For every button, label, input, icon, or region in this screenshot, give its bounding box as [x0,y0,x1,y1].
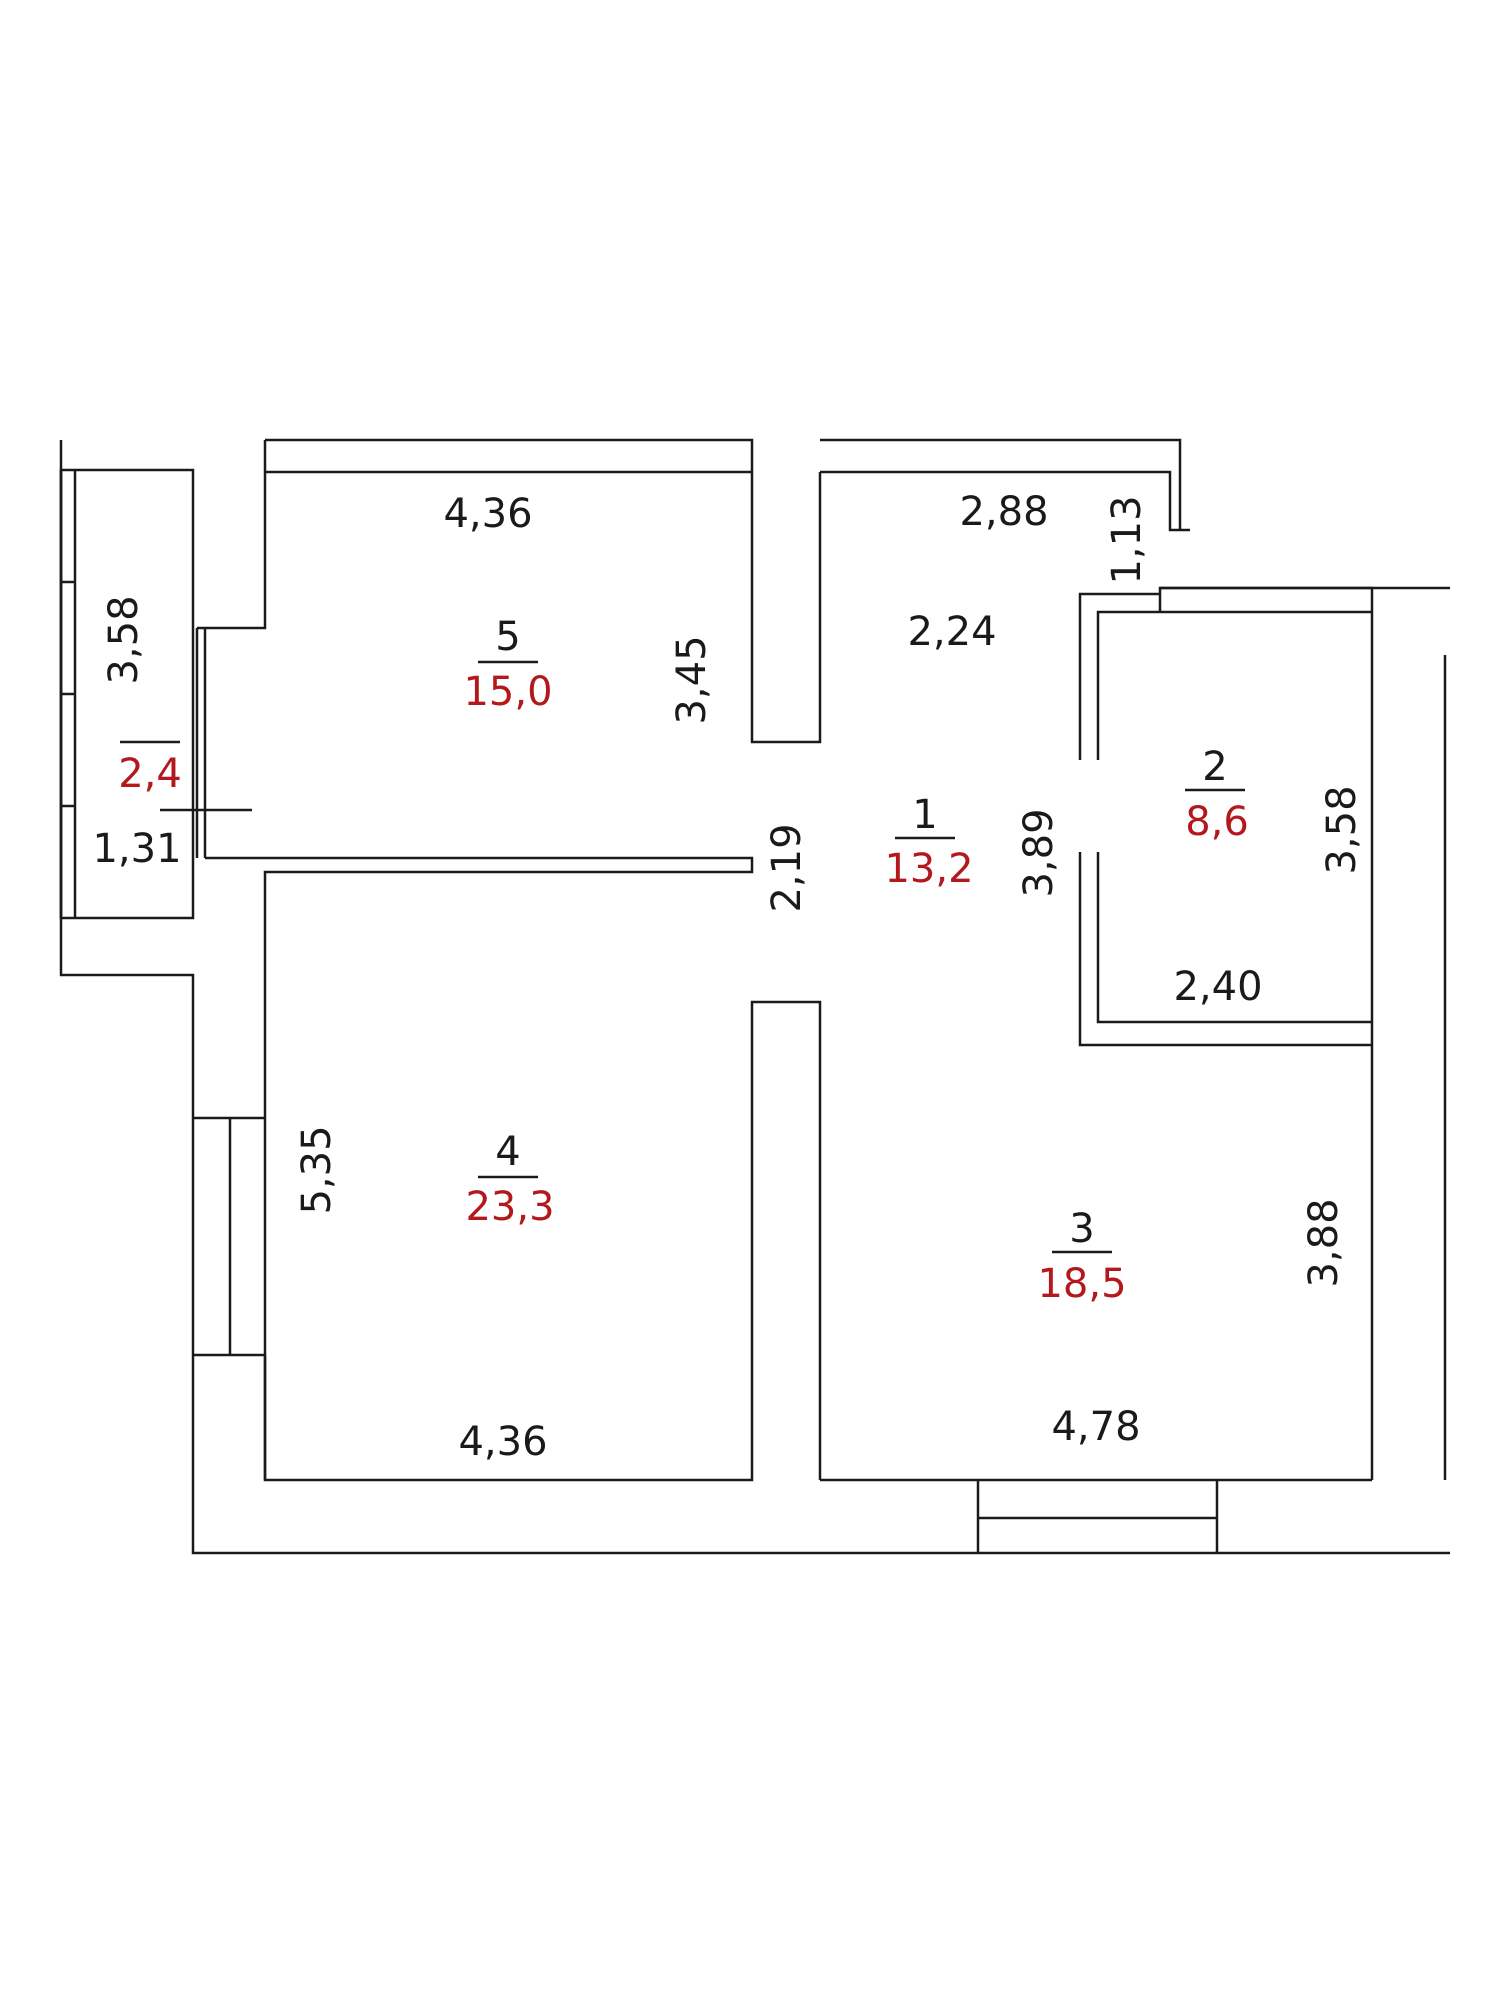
room-2-bottom-dim: 2,40 [1173,964,1262,1010]
room-3-number: 3 [1069,1206,1094,1252]
room-5-area: 15,0 [463,669,552,715]
room-2-area: 8,6 [1185,799,1249,845]
room-1-right-dim: 3,89 [1016,808,1062,897]
balcony-door [160,628,252,858]
walls [59,438,1450,1555]
room-3-area: 18,5 [1037,1261,1126,1307]
room-1-small-dim: 1,13 [1104,495,1150,584]
room-5-number: 5 [495,614,520,660]
room-1-mid-dim: 2,24 [907,609,996,655]
room-5-walls [197,438,822,744]
room-5-side-dim: 3,45 [669,635,715,724]
room-1-top-dim: 2,88 [959,489,1048,535]
room-1-top [820,438,1190,532]
room-4-side-dim: 5,35 [294,1125,340,1214]
room-1-area: 13,2 [884,846,973,892]
balcony-height-dim: 3,58 [101,595,147,684]
room-4-window [193,1116,265,1357]
room-4-walls [263,1000,822,1482]
room-2-number: 2 [1202,744,1227,790]
outer-wall-left [59,440,1450,1555]
balcony-area: 2,4 [118,751,182,797]
room-3-window [976,1480,1219,1553]
room-4-bottom-dim: 4,36 [458,1419,547,1465]
balcony-glazing [59,470,77,918]
room-1-door-dim: 2,19 [764,823,810,912]
room-4-number: 4 [495,1129,520,1175]
room-4-area: 23,3 [465,1184,554,1230]
balcony-lower-dim: 1,31 [92,826,181,872]
room-3-side-dim: 3,88 [1301,1198,1347,1287]
outer-wall-right [1160,586,1450,1480]
room-3-bottom-dim: 4,78 [1051,1404,1140,1450]
room-2-walls [1078,586,1374,1480]
corridor-wall [205,856,754,1480]
room-2-side-dim: 3,58 [1319,785,1365,874]
room-1-number: 1 [912,792,937,838]
room-5-top-dim: 4,36 [443,491,532,537]
